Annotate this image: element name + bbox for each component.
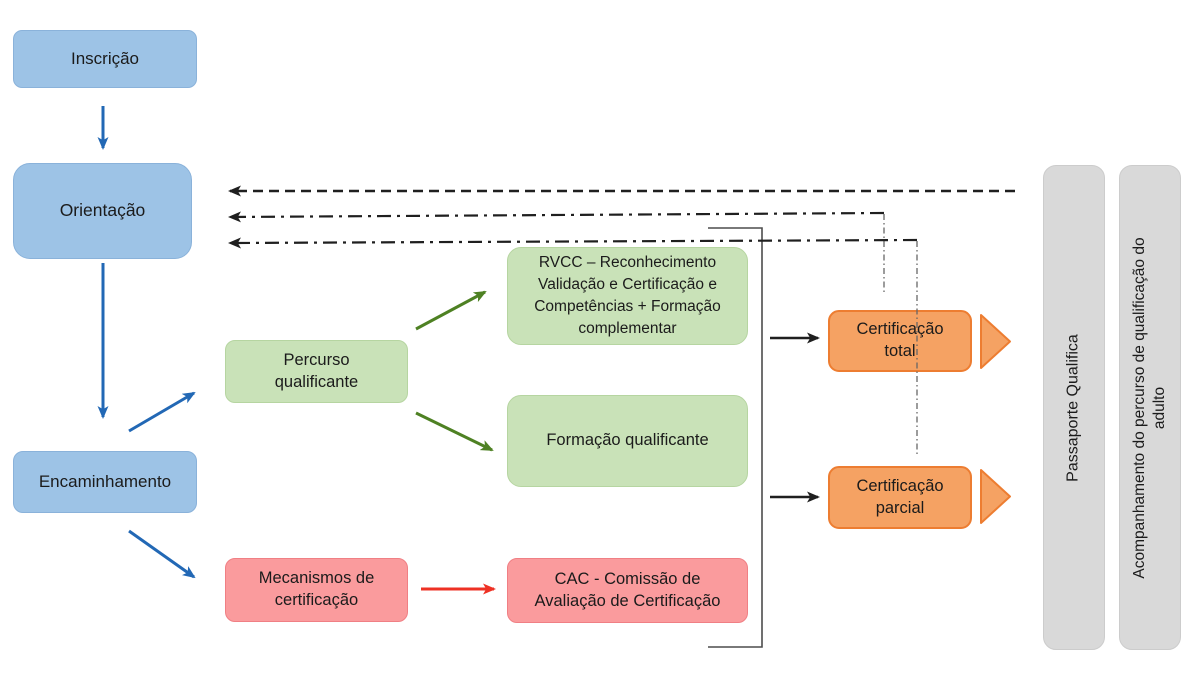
node-orientacao: Orientação [13,163,192,259]
bar-acompanhamento: Acompanhamento do percurso de qualificaç… [1119,165,1181,650]
arrow-encaminhamento-to-mecanismos [128,529,196,579]
bar-acompanhamento-label: Acompanhamento do percurso de qualificaç… [1130,236,1168,579]
node-formacao-qualificante: Formação qualificante [507,395,748,487]
node-rvcc-label: RVCC – Reconhecimento Validação e Certif… [534,254,721,337]
bar-passaporte-qualifica-label: Passaporte Qualifica [1064,333,1082,482]
node-formacao-qualificante-label: Formação qualificante [546,431,709,450]
bar-passaporte-qualifica: Passaporte Qualifica [1043,165,1105,650]
node-certificacao-parcial: Certificação parcial [828,466,972,529]
node-encaminhamento: Encaminhamento [13,451,197,513]
triangle-cert-parcial-icon [980,469,1011,524]
node-cac: CAC - Comissão de Avaliação de Certifica… [507,558,748,623]
arrow-feedback-cert-total [228,211,885,223]
arrow-feedback-cert-parcial [228,237,918,249]
node-orientacao-label: Orientação [59,200,146,221]
node-percurso-qualificante: Percurso qualificante [225,340,408,403]
node-mecanismos-certificacao-label: Mecanismos de certificação [258,569,375,609]
node-mecanismos-certificacao: Mecanismos de certificação [225,558,408,622]
node-cac-label: CAC - Comissão de Avaliação de Certifica… [534,569,721,610]
node-certificacao-total: Certificação total [828,310,972,372]
node-inscricao-label: Inscrição [70,48,140,68]
node-percurso-qualificante-label: Percurso qualificante [274,350,359,391]
node-encaminhamento-label: Encaminhamento [38,471,172,491]
arrow-percurso-to-formacao [415,411,494,452]
node-certificacao-parcial-label: Certificação parcial [856,476,944,517]
arrow-encaminhamento-to-percurso [128,391,196,433]
node-certificacao-total-label: Certificação total [856,320,944,360]
arrow-percurso-to-rvcc [415,290,487,331]
triangle-cert-total-icon [980,314,1011,369]
node-rvcc: RVCC – Reconhecimento Validação e Certif… [507,247,748,345]
node-inscricao: Inscrição [13,30,197,88]
